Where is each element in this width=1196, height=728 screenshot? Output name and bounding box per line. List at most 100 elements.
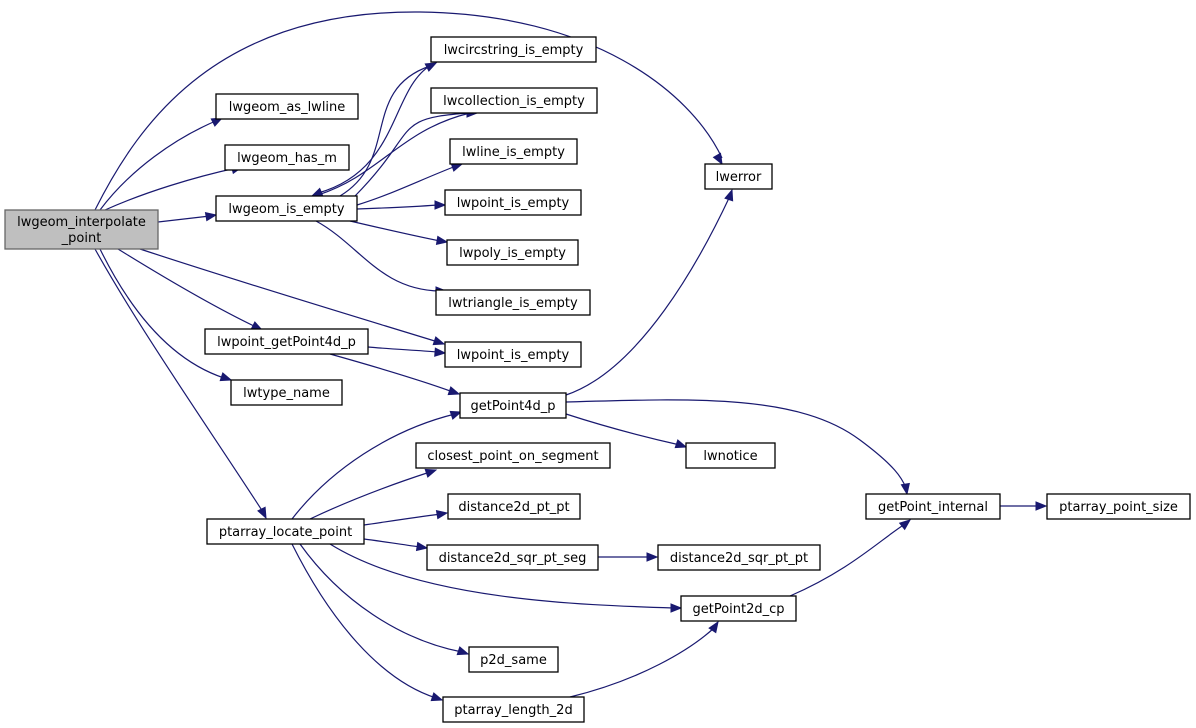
edge-line xyxy=(291,413,456,520)
edge-arrowhead xyxy=(434,200,447,210)
node-lwgeom-is-empty[interactable]: lwgeom_is_empty xyxy=(215,195,358,222)
node-box[interactable] xyxy=(680,595,797,622)
node-lwpoly-is-empty[interactable]: lwpoly_is_empty xyxy=(446,239,579,266)
edge-arrowhead xyxy=(204,212,218,222)
node-box[interactable] xyxy=(230,379,343,406)
node-box[interactable] xyxy=(215,93,359,120)
edge-line xyxy=(565,195,731,396)
edge-root-to-lwgeom_is_empty xyxy=(157,212,218,223)
edge-ptarray_locate_point-to-distance2d_sqr_pt_seg xyxy=(363,538,429,552)
node-lwtype-name[interactable]: lwtype_name xyxy=(230,379,343,406)
node-label: ptarray_locate_point xyxy=(219,525,352,540)
node-closest-point-on-segment[interactable]: closest_point_on_segment xyxy=(415,442,611,469)
edge-arrowhead xyxy=(415,541,429,552)
node-label: distance2d_sqr_pt_seg xyxy=(439,551,587,566)
node-box[interactable] xyxy=(224,144,350,171)
node-label: getPoint2d_cp xyxy=(692,602,784,617)
node-box[interactable] xyxy=(447,493,581,520)
node-box[interactable] xyxy=(444,341,582,368)
edge-line xyxy=(309,471,431,520)
edge-line xyxy=(356,165,457,206)
edge-line xyxy=(367,346,439,353)
edge-line xyxy=(104,167,237,211)
node-lwpoint-getPoint4d-p[interactable]: lwpoint_getPoint4d_p xyxy=(204,328,369,355)
edge-ptarray_locate_point-to-getPoint2d_cp xyxy=(329,543,683,613)
node-root[interactable]: lwgeom_interpolate_point xyxy=(4,209,159,250)
node-lwgeom-has-m[interactable]: lwgeom_has_m xyxy=(224,144,350,171)
node-box[interactable] xyxy=(468,646,559,673)
node-box[interactable] xyxy=(215,195,358,222)
node-box[interactable] xyxy=(415,442,611,469)
node-box[interactable] xyxy=(446,239,579,266)
edge-getPoint4d_p-to-lwnotice xyxy=(565,413,688,449)
edge-line xyxy=(363,513,442,526)
node-lwgeom-as-lwline[interactable]: lwgeom_as_lwline xyxy=(215,93,359,120)
node-lwcircstring-is-empty[interactable]: lwcircstring_is_empty xyxy=(430,36,597,63)
edge-line xyxy=(349,220,441,242)
edge-arrowhead xyxy=(447,386,461,396)
edge-arrowhead xyxy=(1035,501,1048,511)
node-lwerror[interactable]: lwerror xyxy=(704,163,773,190)
node-getPoint2d-cp[interactable]: getPoint2d_cp xyxy=(680,595,797,622)
node-box[interactable] xyxy=(449,138,578,165)
edge-lwcircstring_is_empty-to-lwgeom_is_empty xyxy=(310,64,432,197)
node-getPoint4d-p[interactable]: getPoint4d_p xyxy=(459,392,567,419)
edge-line xyxy=(356,204,439,210)
node-box[interactable] xyxy=(444,189,582,216)
node-lwtriangle-is-empty[interactable]: lwtriangle_is_empty xyxy=(435,289,591,316)
node-box[interactable] xyxy=(1046,493,1191,520)
node-box[interactable] xyxy=(442,696,585,723)
edge-arrowhead xyxy=(712,152,723,166)
node-box[interactable] xyxy=(204,328,369,355)
edge-arrowhead xyxy=(449,410,463,420)
edge-root-to-lwerror xyxy=(94,11,723,211)
node-box[interactable] xyxy=(4,209,159,250)
node-label: ptarray_length_2d xyxy=(454,703,572,718)
edge-line xyxy=(291,543,437,699)
node-box[interactable] xyxy=(426,544,599,571)
node-box[interactable] xyxy=(430,36,597,63)
node-box[interactable] xyxy=(685,442,776,469)
node-lwcollection-is-empty[interactable]: lwcollection_is_empty xyxy=(430,87,598,114)
node-ptarray-locate-point[interactable]: ptarray_locate_point xyxy=(206,518,365,545)
node-lwpoint-is-empty-a[interactable]: lwpoint_is_empty xyxy=(444,189,582,216)
edge-line xyxy=(363,538,421,548)
edge-arrowhead xyxy=(435,510,449,520)
edge-line xyxy=(329,543,675,609)
node-lwline-is-empty[interactable]: lwline_is_empty xyxy=(449,138,578,165)
edge-ptarray_length_2d-to-getPoint2d_cp xyxy=(569,620,719,698)
node-label: lwpoint_getPoint4d_p xyxy=(217,335,356,350)
node-getPoint-internal[interactable]: getPoint_internal xyxy=(865,493,1001,520)
edge-line xyxy=(117,248,257,328)
node-box[interactable] xyxy=(206,518,365,545)
node-label: p2d_same xyxy=(480,653,547,668)
edge-line xyxy=(139,248,439,343)
edge-line xyxy=(157,215,211,223)
node-distance2d-pt-pt[interactable]: distance2d_pt_pt xyxy=(447,493,581,520)
edge-arrowhead xyxy=(424,62,438,72)
node-box[interactable] xyxy=(430,87,598,114)
edge-ptarray_locate_point-to-ptarray_length_2d xyxy=(291,543,444,702)
node-lwpoint-is-empty-b[interactable]: lwpoint_is_empty xyxy=(444,341,582,368)
edge-lwgeom_is_empty-to-lwtriangle_is_empty xyxy=(315,220,448,296)
node-box[interactable] xyxy=(459,392,567,419)
node-distance2d-sqr-pt-seg[interactable]: distance2d_sqr_pt_seg xyxy=(426,544,599,571)
node-box[interactable] xyxy=(435,289,591,316)
node-box[interactable] xyxy=(865,493,1001,520)
node-ptarray-point-size[interactable]: ptarray_point_size xyxy=(1046,493,1191,520)
node-box[interactable] xyxy=(704,163,773,190)
node-label: lwgeom_interpolate xyxy=(17,215,146,230)
edge-lwgeom_is_empty-to-lwpoint_is_empty_a xyxy=(356,200,447,210)
node-label: lwtype_name xyxy=(243,386,330,401)
node-box[interactable] xyxy=(657,544,821,571)
node-lwnotice[interactable]: lwnotice xyxy=(685,442,776,469)
node-ptarray-length-2d[interactable]: ptarray_length_2d xyxy=(442,696,585,723)
edge-line xyxy=(99,119,219,211)
node-label: lwgeom_is_empty xyxy=(228,202,345,217)
node-distance2d-sqr-pt-pt[interactable]: distance2d_sqr_pt_pt xyxy=(657,544,821,571)
node-p2d-same[interactable]: p2d_same xyxy=(468,646,559,673)
edge-arrowhead xyxy=(898,519,912,531)
edge-line xyxy=(569,627,715,698)
edge-ptarray_locate_point-to-closest_point_on_segment xyxy=(309,468,438,520)
edge-ptarray_locate_point-to-distance2d_pt_pt xyxy=(363,510,449,526)
